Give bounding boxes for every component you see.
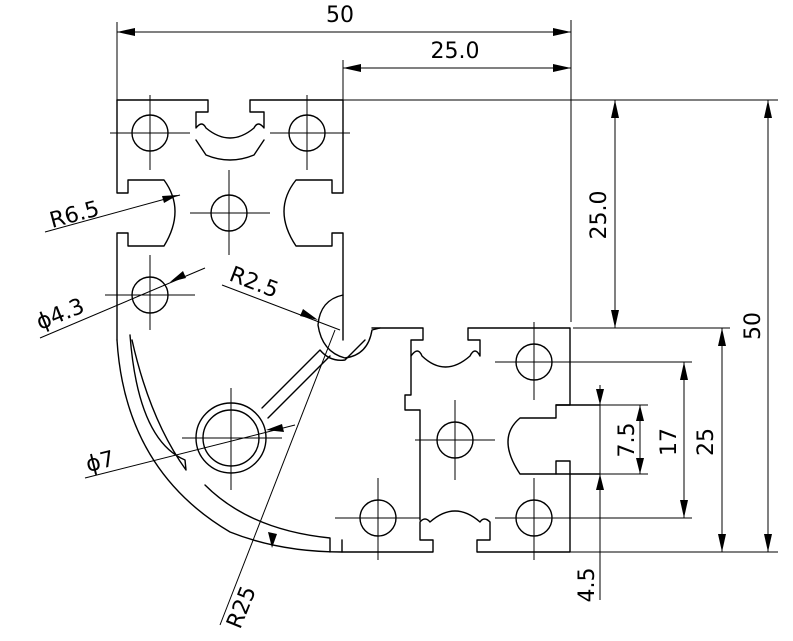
center-lines: [105, 95, 575, 560]
profile-outline: [116, 99, 601, 553]
label-slot-7-5: 7.5: [615, 423, 640, 458]
label-half-width: 25.0: [431, 39, 480, 64]
bore-holes: [131, 114, 553, 537]
label-bore-7: ϕ7: [83, 447, 117, 478]
left-wall: [116, 99, 176, 341]
inner-arc-2: [204, 484, 331, 553]
label-inner-17: 17: [657, 428, 682, 456]
label-lip-4-5: 4.5: [575, 568, 600, 603]
label-leg-width: 25: [694, 428, 719, 456]
diagonal-web-lower: [267, 355, 331, 419]
top-groove: [195, 139, 265, 161]
diagonal-web-upper: [261, 339, 366, 409]
right-inner-wall: [404, 355, 421, 521]
label-overall-height: 50: [741, 312, 766, 340]
outer-arc: [116, 339, 343, 553]
inner-arc: [129, 334, 187, 471]
inner-corner: [317, 294, 381, 359]
label-half-height: 25.0: [587, 191, 612, 240]
dimension-lines: [39, 20, 778, 626]
label-outer-r25: R25: [222, 583, 261, 632]
label-overall-width: 50: [326, 3, 354, 28]
dimension-labels: 50 25.0 25.0 50 25 17 7.5 4.5 R6.5 ϕ4.3 …: [33, 3, 766, 632]
label-fillet-r6-5: R6.5: [47, 197, 102, 234]
upper-block-outline: [116, 99, 344, 341]
right-slot: [555, 404, 601, 475]
lower-block-outline: [341, 327, 571, 553]
